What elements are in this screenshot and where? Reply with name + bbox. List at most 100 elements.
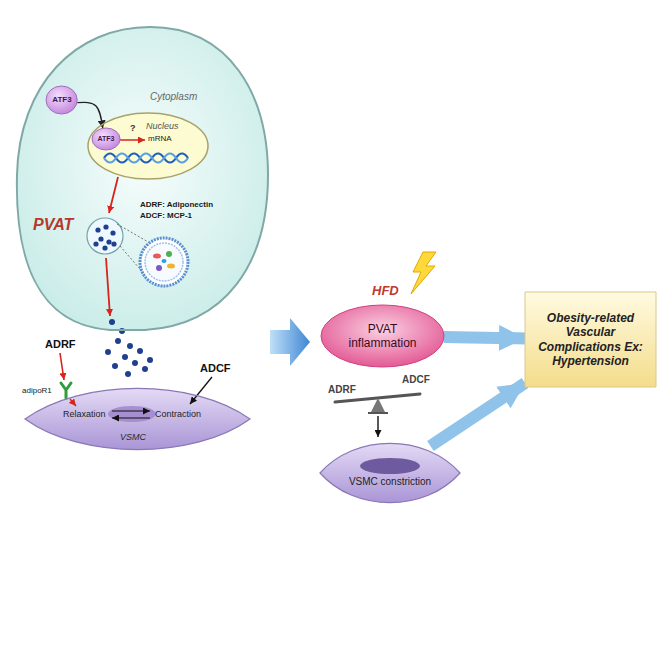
liposome [145,243,183,281]
node-border [25,388,250,449]
smooth-muscle-cell: VSMC constriction [320,440,460,506]
node-text: Obesity-related Vascular Complications E… [533,311,648,369]
shape-fill [25,388,250,449]
node-text: Relaxation [63,409,106,420]
fat-arrow [444,337,525,338]
node-text: ATF3 [98,135,115,143]
secreted-vesicles [115,338,121,344]
connector-arrow [77,102,102,128]
adipor1-receptor [61,383,71,398]
vesicle [87,218,123,254]
receptor-label: adipoR1 [22,386,52,396]
secreted-vesicles [125,371,131,377]
smooth-muscle-cell: Relaxation ContractionVSMC [25,385,250,453]
vesicle [106,239,111,244]
node-text: VSMC constriction [340,476,440,488]
node-text: ATF3 [52,95,71,105]
factor-label: ADRF: Adiponectin [140,200,213,210]
liposome [166,251,172,257]
equilibrium-arrow [112,417,150,418]
adipocyte-cell: CytoplasmPVATATF3NucleusATF3 [15,25,270,330]
vsmc-nucleus [108,406,156,422]
node-text: Contraction [155,409,201,420]
liposome [140,238,188,286]
node-outline [25,385,250,453]
secreted-vesicles [132,360,138,366]
node-border [46,86,77,114]
secreted-vesicles [142,366,148,372]
node-text: VSMC [120,432,146,443]
transcription-arrow [120,139,145,141]
text-holder: PVAT inflammation [321,305,444,367]
liposome [156,265,162,271]
balance-scale [368,412,388,414]
dna-helix [104,154,188,163]
molecule-label: mRNA [148,134,172,144]
dna-helix [104,154,188,163]
equilibrium-arrow [112,410,150,411]
secreted-vesicles [122,354,128,360]
shape-fill [88,113,208,179]
vesicle [98,236,103,241]
shape-fill [320,443,460,502]
vesicle [102,245,107,250]
vsmc-nucleus [360,458,420,474]
vesicle [93,241,98,246]
down-arrow [377,416,378,437]
node-text: Cytoplasm [150,91,197,103]
node-text: PVAT [33,215,73,234]
secreted-vesicles [112,363,118,369]
balance-scale [371,398,385,412]
secreted-vesicles [109,319,115,325]
node-border [525,292,656,387]
node-border [92,128,120,150]
inflammation-ellipse: PVAT inflammation [321,305,444,367]
vesicle [87,218,123,254]
secretion-arrow [106,258,110,316]
node-border [88,113,208,179]
text-holder: Obesity-related Vascular Complications E… [525,292,656,387]
adrf-arrow [60,353,64,380]
signal-arrow [70,399,76,406]
protein-circle: ATF3 [46,86,77,114]
balance-label: ADCF [402,374,430,386]
node-outline [15,25,270,330]
factor-label: ADRF [45,338,76,351]
unknown-mark: ? [130,123,136,134]
balance-label: ADRF [328,384,356,396]
secreted-vesicles [147,357,153,363]
secreted-vesicles [137,348,143,354]
cell-fill [17,27,460,503]
vesicle [111,241,116,246]
secreted-vesicles [105,349,111,355]
factor-label: ADCF [200,362,231,375]
secreted-vesicles [127,343,133,349]
fat-arrow [430,383,525,446]
liposome [162,259,167,263]
node-border [321,305,444,367]
node-border [320,443,460,502]
balance-scale [335,394,420,413]
secreted-vesicles [105,319,153,377]
zoom-lines [117,224,150,243]
text-holder: ATF3 [46,86,77,114]
lightning-bolt [411,252,436,294]
node-border [17,27,268,330]
secretion-arrow [109,177,118,213]
stimulus-label: HFD [372,283,399,299]
text-holder: ATF3 [92,128,120,150]
outcome-box: Obesity-related Vascular Complications E… [525,292,656,387]
vesicle [110,230,115,235]
liposome [140,238,188,286]
node-text: PVAT inflammation [338,322,428,351]
adcf-arrow [190,377,212,404]
node-outline [320,440,460,506]
vesicle [103,224,108,229]
vesicle [95,227,100,232]
transition-arrow [270,318,310,366]
factor-label: ADCF: MCP-1 [140,211,192,221]
node-text: Nucleus [146,121,179,132]
